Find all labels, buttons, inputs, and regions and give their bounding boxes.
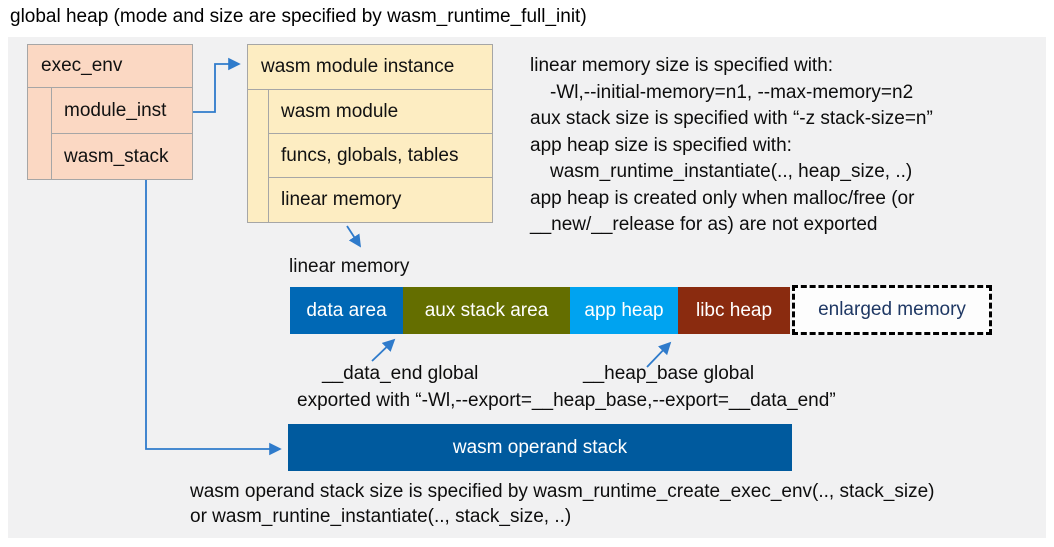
right-note-line: app heap is created only when malloc/fre… — [530, 187, 915, 209]
right-notes: linear memory size is specified with: -W… — [530, 53, 1050, 239]
heap-base-global-label: __heap_base global — [583, 363, 755, 384]
segment-data-area: data area — [290, 287, 403, 334]
segment-aux-stack-area: aux stack area — [403, 287, 570, 334]
right-note-line: linear memory size is specified with: — [530, 55, 834, 76]
wasm-operand-stack-bar: wasm operand stack — [288, 424, 792, 471]
exec-env-header: exec_env — [28, 45, 192, 88]
segment-app-heap: app heap — [570, 287, 678, 334]
module-instance-field-funcs-globals-tables: funcs, globals, tables — [269, 134, 492, 178]
exported-with-label: exported with “-Wl,--export=__heap_base,… — [297, 390, 836, 411]
bottom-notes: wasm operand stack size is specified by … — [190, 479, 1050, 529]
exec-env-box: exec_env module_inst wasm_stack — [27, 44, 193, 180]
right-note-line: -Wl,--initial-memory=n1, --max-memory=n2 — [550, 81, 914, 103]
segment-libc-heap: libc heap — [678, 287, 790, 334]
right-note-line: aux stack size is specified with “-z sta… — [530, 108, 933, 129]
module-instance-indent-strip — [248, 90, 269, 222]
module-instance-header: wasm module instance — [248, 45, 492, 90]
module-instance-field-wasm-module: wasm module — [269, 90, 492, 134]
exec-env-field-wasm-stack: wasm_stack — [64, 146, 169, 167]
module-instance-box: wasm module instance wasm module funcs, … — [247, 44, 493, 223]
right-note-line: wasm_runtime_instantiate(.., heap_size, … — [550, 161, 913, 182]
exec-env-field-module-inst: module_inst — [52, 88, 192, 134]
bottom-note-line: wasm operand stack size is specified by … — [190, 481, 935, 502]
enlarged-memory-box: enlarged memory — [792, 285, 992, 335]
data-end-global-label: __data_end global — [322, 363, 479, 384]
bottom-note-line: or wasm_runtine_instantiate(.., stack_si… — [190, 506, 572, 527]
linear-memory-label: linear memory — [289, 256, 410, 277]
module-instance-field-linear-memory: linear memory — [281, 189, 402, 210]
right-note-line: __new/__release for as) are not exported — [530, 214, 878, 235]
right-note-line: app heap size is specified with: — [530, 134, 792, 156]
diagram-title: global heap (mode and size are specified… — [10, 6, 587, 27]
exec-env-indent-strip — [28, 88, 52, 180]
linear-memory-bar: data area aux stack area app heap libc h… — [290, 287, 790, 334]
